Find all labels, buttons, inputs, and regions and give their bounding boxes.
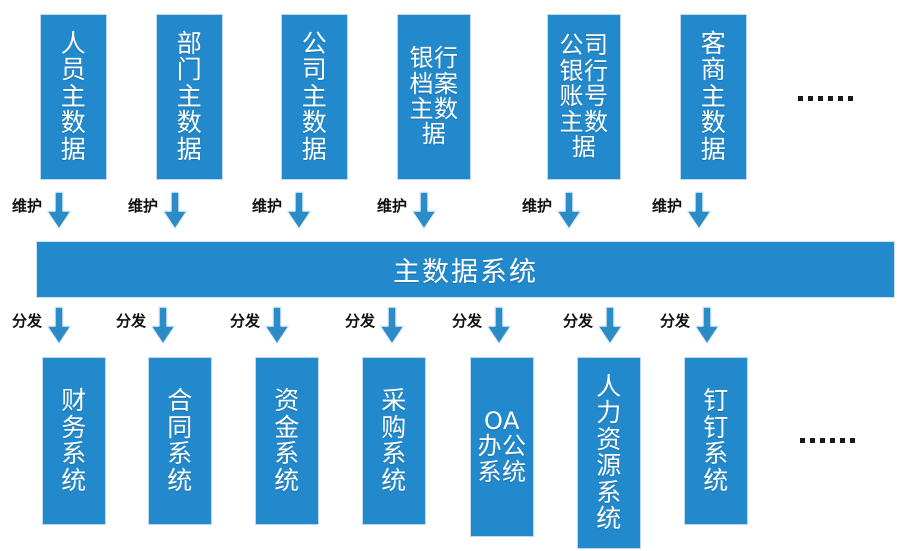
down-arrow-icon [486, 306, 512, 345]
maintain-arrow-group: 维护 [652, 190, 712, 232]
consumer-system-label: 财 务 系 统 [61, 386, 87, 495]
source-system-label: 人 员 主 数 据 [60, 28, 87, 164]
distribute-arrow-label: 分发 [230, 311, 261, 330]
distribute-arrow-group: 分发 [563, 305, 623, 347]
maintain-arrow-label: 维护 [12, 196, 43, 215]
consumer-system-label: 资 金 系 统 [274, 386, 300, 495]
down-arrow-icon [286, 191, 312, 230]
consumer-system-box[interactable]: OA 办公 系统 [470, 357, 534, 537]
distribute-arrow-label: 分发 [563, 311, 594, 330]
consumer-system-label: 合 同 系 统 [167, 386, 193, 495]
distribute-arrow-label: 分发 [345, 311, 376, 330]
maintain-arrow-label: 维护 [252, 196, 283, 215]
distribute-arrow-group: 分发 [452, 305, 512, 347]
consumer-system-box[interactable]: 合 同 系 统 [148, 357, 212, 525]
consumer-system-box[interactable]: 钉 钉 系 统 [684, 357, 748, 525]
distribute-arrow-group: 分发 [345, 305, 405, 347]
consumer-system-label: 人 力 资 源 系 统 [596, 371, 622, 533]
down-arrow-icon [694, 306, 720, 345]
source-system-label: 公司 银行 账号 主数 据 [559, 31, 609, 162]
down-arrow-icon [150, 306, 176, 345]
consumer-system-box[interactable]: 采 购 系 统 [362, 357, 426, 525]
maintain-arrow-group: 维护 [377, 190, 437, 232]
distribute-arrow-group: 分发 [230, 305, 290, 347]
source-system-box[interactable]: 公司 银行 账号 主数 据 [547, 14, 621, 180]
down-arrow-icon [556, 191, 582, 230]
consumer-system-label: OA 办公 系统 [477, 406, 527, 486]
consumer-system-box[interactable]: 资 金 系 统 [255, 357, 319, 525]
consumer-system-box[interactable]: 财 务 系 统 [42, 357, 106, 525]
maintain-arrow-label: 维护 [128, 196, 159, 215]
source-system-label: 银行 档案 主数 据 [409, 44, 459, 149]
down-arrow-icon [162, 191, 188, 230]
maintain-arrow-group: 维护 [252, 190, 312, 232]
source-system-box[interactable]: 部 门 主 数 据 [156, 14, 223, 180]
source-system-label: 客 商 主 数 据 [700, 28, 727, 164]
distribute-arrow-label: 分发 [12, 311, 43, 330]
consumer-system-label: 钉 钉 系 统 [703, 386, 729, 495]
maintain-arrow-group: 维护 [12, 190, 72, 232]
targets-overflow-ellipsis [800, 438, 855, 443]
source-system-box[interactable]: 人 员 主 数 据 [40, 14, 107, 180]
source-system-box[interactable]: 银行 档案 主数 据 [397, 14, 471, 180]
source-system-box[interactable]: 客 商 主 数 据 [680, 14, 747, 180]
maintain-arrow-label: 维护 [522, 196, 553, 215]
source-system-label: 公 司 主 数 据 [301, 28, 328, 164]
down-arrow-icon [411, 191, 437, 230]
master-data-system-bar[interactable]: 主数据系统 [36, 241, 895, 298]
down-arrow-icon [597, 306, 623, 345]
source-system-box[interactable]: 公 司 主 数 据 [281, 14, 348, 180]
down-arrow-icon [46, 191, 72, 230]
consumer-system-box[interactable]: 人 力 资 源 系 统 [577, 357, 641, 549]
down-arrow-icon [686, 191, 712, 230]
maintain-arrow-group: 维护 [522, 190, 582, 232]
sources-overflow-ellipsis [798, 96, 853, 101]
master-data-system-label: 主数据系统 [393, 257, 538, 288]
down-arrow-icon [379, 306, 405, 345]
consumer-system-label: 采 购 系 统 [381, 386, 407, 495]
distribute-arrow-label: 分发 [660, 311, 691, 330]
maintain-arrow-label: 维护 [377, 196, 408, 215]
down-arrow-icon [264, 306, 290, 345]
maintain-arrow-label: 维护 [652, 196, 683, 215]
maintain-arrow-group: 维护 [128, 190, 188, 232]
down-arrow-icon [46, 306, 72, 345]
distribute-arrow-label: 分发 [452, 311, 483, 330]
distribute-arrow-group: 分发 [660, 305, 720, 347]
distribute-arrow-group: 分发 [12, 305, 72, 347]
distribute-arrow-label: 分发 [116, 311, 147, 330]
distribute-arrow-group: 分发 [116, 305, 176, 347]
source-system-label: 部 门 主 数 据 [176, 28, 203, 164]
